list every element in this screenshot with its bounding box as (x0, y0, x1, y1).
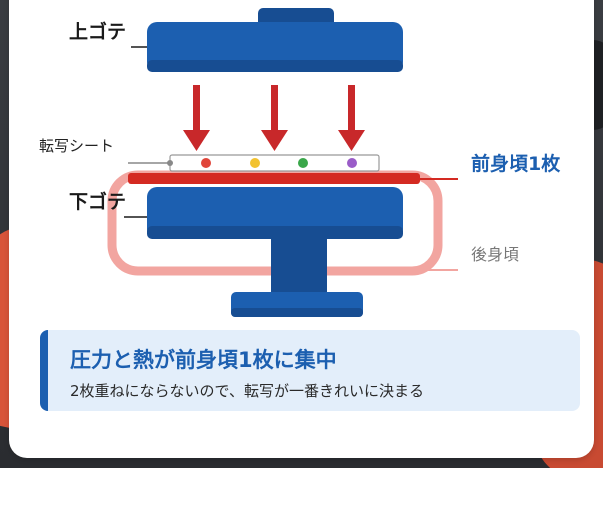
upper-plate-label: 上ゴテ (69, 21, 127, 43)
upper-plate (147, 8, 403, 72)
summary-callout: 圧力と熱が前身頃1枚に集中 2枚重ねにならないので、転写が一番きれいに決まる (40, 330, 580, 411)
callout-title: 圧力と熱が前身頃1枚に集中 (70, 348, 337, 372)
pressure-arrows (183, 85, 365, 151)
lower-plate-edge (147, 226, 403, 239)
transfer-dot (347, 158, 357, 168)
down-arrow-icon (338, 85, 365, 151)
lower-plate-label: 下ゴテ (69, 191, 127, 213)
transfer-dot (201, 158, 211, 168)
front-panel-label: 前身頃1枚 (471, 153, 561, 175)
lower-plate-stem (271, 233, 327, 298)
transfer-dot (298, 158, 308, 168)
diagram-card: 上ゴテ 転写シート 下ゴテ 前身頃1枚 後身頃 圧力と熱が前身頃1枚に集中 2枚… (9, 0, 594, 458)
heat-press-diagram (107, 8, 458, 317)
upper-plate-body (147, 22, 403, 72)
down-arrow-icon (183, 85, 210, 151)
transfer-sheet (169, 154, 380, 172)
back-panel-label: 後身頃 (471, 245, 520, 264)
callout-body: 2枚重ねにならないので、転写が一番きれいに決まる (70, 382, 424, 400)
upper-plate-edge (147, 60, 403, 72)
transfer-sheet-label: 転写シート (39, 137, 115, 155)
down-arrow-icon (261, 85, 288, 151)
transfer-dot (250, 158, 260, 168)
front-panel-layer (128, 173, 420, 184)
lower-plate (147, 187, 403, 317)
